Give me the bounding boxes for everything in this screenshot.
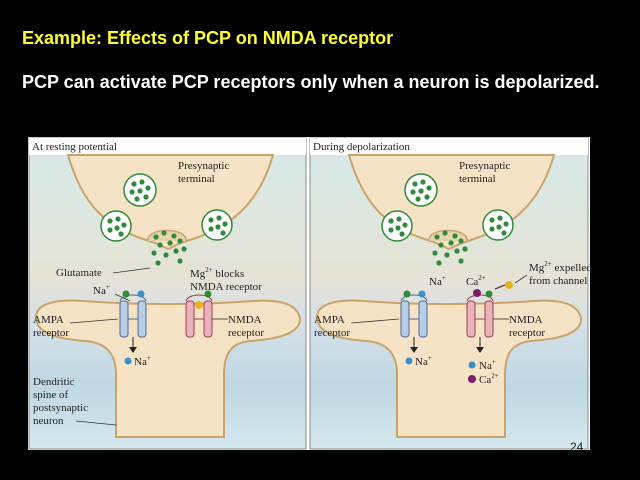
ca-ion xyxy=(473,289,481,297)
glutamate-bound xyxy=(122,290,130,298)
na2-label: Na+ xyxy=(479,358,496,372)
nmda-label-line2: receptor xyxy=(228,327,264,339)
spine-label-line3: postsynaptic xyxy=(33,402,88,414)
mg-expel-arrow xyxy=(494,284,506,290)
ampa-arrowhead xyxy=(129,347,137,353)
slide-title: Example: Effects of PCP on NMDA receptor xyxy=(22,28,394,48)
ampa-label-line2: receptor xyxy=(33,327,69,339)
na-top-label: Na+ xyxy=(93,283,110,297)
ca-top-label: Ca2+ xyxy=(466,274,486,288)
ampa-label-line2: receptor xyxy=(314,327,350,339)
mg-label: Mg2+ blocks xyxy=(190,266,244,280)
ampa-receptor xyxy=(400,294,428,338)
slide-body-text: PCP can activate PCP receptors only when… xyxy=(22,72,600,92)
vesicle xyxy=(482,209,514,241)
panel-heading: At resting potential xyxy=(32,141,117,153)
heading-strip xyxy=(29,138,306,155)
na-ion-inside xyxy=(124,357,132,365)
vesicle xyxy=(404,173,438,207)
nmda-receptor xyxy=(185,294,213,338)
nmda-label: NMDA xyxy=(509,314,543,326)
mg-label: Mg2+ expelled xyxy=(529,260,590,274)
postsynaptic-spine xyxy=(34,299,302,438)
ampa-label: AMPA xyxy=(33,314,64,326)
panel-heading: During depolarization xyxy=(313,141,410,153)
mg-ion-blocking xyxy=(195,301,203,309)
spine-label-line4: neuron xyxy=(33,415,64,427)
mg-label-line2: NMDA receptor xyxy=(190,281,262,293)
na-bottom-label: Na+ xyxy=(415,354,432,368)
presynaptic-label-line2: terminal xyxy=(459,173,496,185)
panel-resting-potential: At resting potential xyxy=(28,137,309,450)
glutamate-molecules xyxy=(432,230,468,266)
spine-label-line2: spine of xyxy=(33,389,68,401)
nmda-label-line2: receptor xyxy=(509,327,545,339)
na-bottom-label: Na+ xyxy=(134,354,151,368)
ampa-receptor xyxy=(119,294,147,338)
spine-label: Dendritic xyxy=(33,376,75,388)
mg-label-line2: from channel xyxy=(529,275,587,287)
ampa-pointer xyxy=(350,318,400,324)
glutamate-molecules xyxy=(151,230,187,266)
glutamate-bound xyxy=(485,290,493,298)
synapse-figure: At resting potential xyxy=(28,137,590,450)
presynaptic-label: Presynaptic xyxy=(459,160,510,172)
panel-during-depolarization: During depolarization xyxy=(309,137,590,450)
presynaptic-label-line2: terminal xyxy=(178,173,215,185)
na-ion-inside xyxy=(468,361,476,369)
heading-strip xyxy=(310,138,588,155)
mg-ion-expelled xyxy=(505,281,513,289)
nmda-label: NMDA xyxy=(228,314,262,326)
vesicle xyxy=(100,210,132,242)
vesicle xyxy=(123,173,157,207)
ampa-arrowhead xyxy=(410,347,418,353)
nmda-receptor xyxy=(466,294,494,338)
ca-ion-inside xyxy=(468,375,476,383)
mg-pointer xyxy=(514,274,528,284)
ca2-label: Ca2+ xyxy=(479,372,499,386)
glutamate-pointer xyxy=(112,267,151,274)
glutamate-bound xyxy=(204,290,212,298)
nmda-arrowhead xyxy=(476,347,484,353)
vesicle xyxy=(381,210,413,242)
spine-pointer xyxy=(75,420,117,426)
ampa-pointer xyxy=(69,318,119,324)
na-ion xyxy=(137,290,145,298)
postsynaptic-spine xyxy=(315,299,583,438)
glutamate-bound xyxy=(403,290,411,298)
na-top-label: Na+ xyxy=(429,274,446,288)
na-ion-inside xyxy=(405,357,413,365)
page-number: 24 xyxy=(570,440,584,454)
ampa-label: AMPA xyxy=(314,314,345,326)
glutamate-label: Glutamate xyxy=(56,267,102,279)
na-ion xyxy=(418,290,426,298)
presynaptic-label: Presynaptic xyxy=(178,160,229,172)
vesicle xyxy=(201,209,233,241)
